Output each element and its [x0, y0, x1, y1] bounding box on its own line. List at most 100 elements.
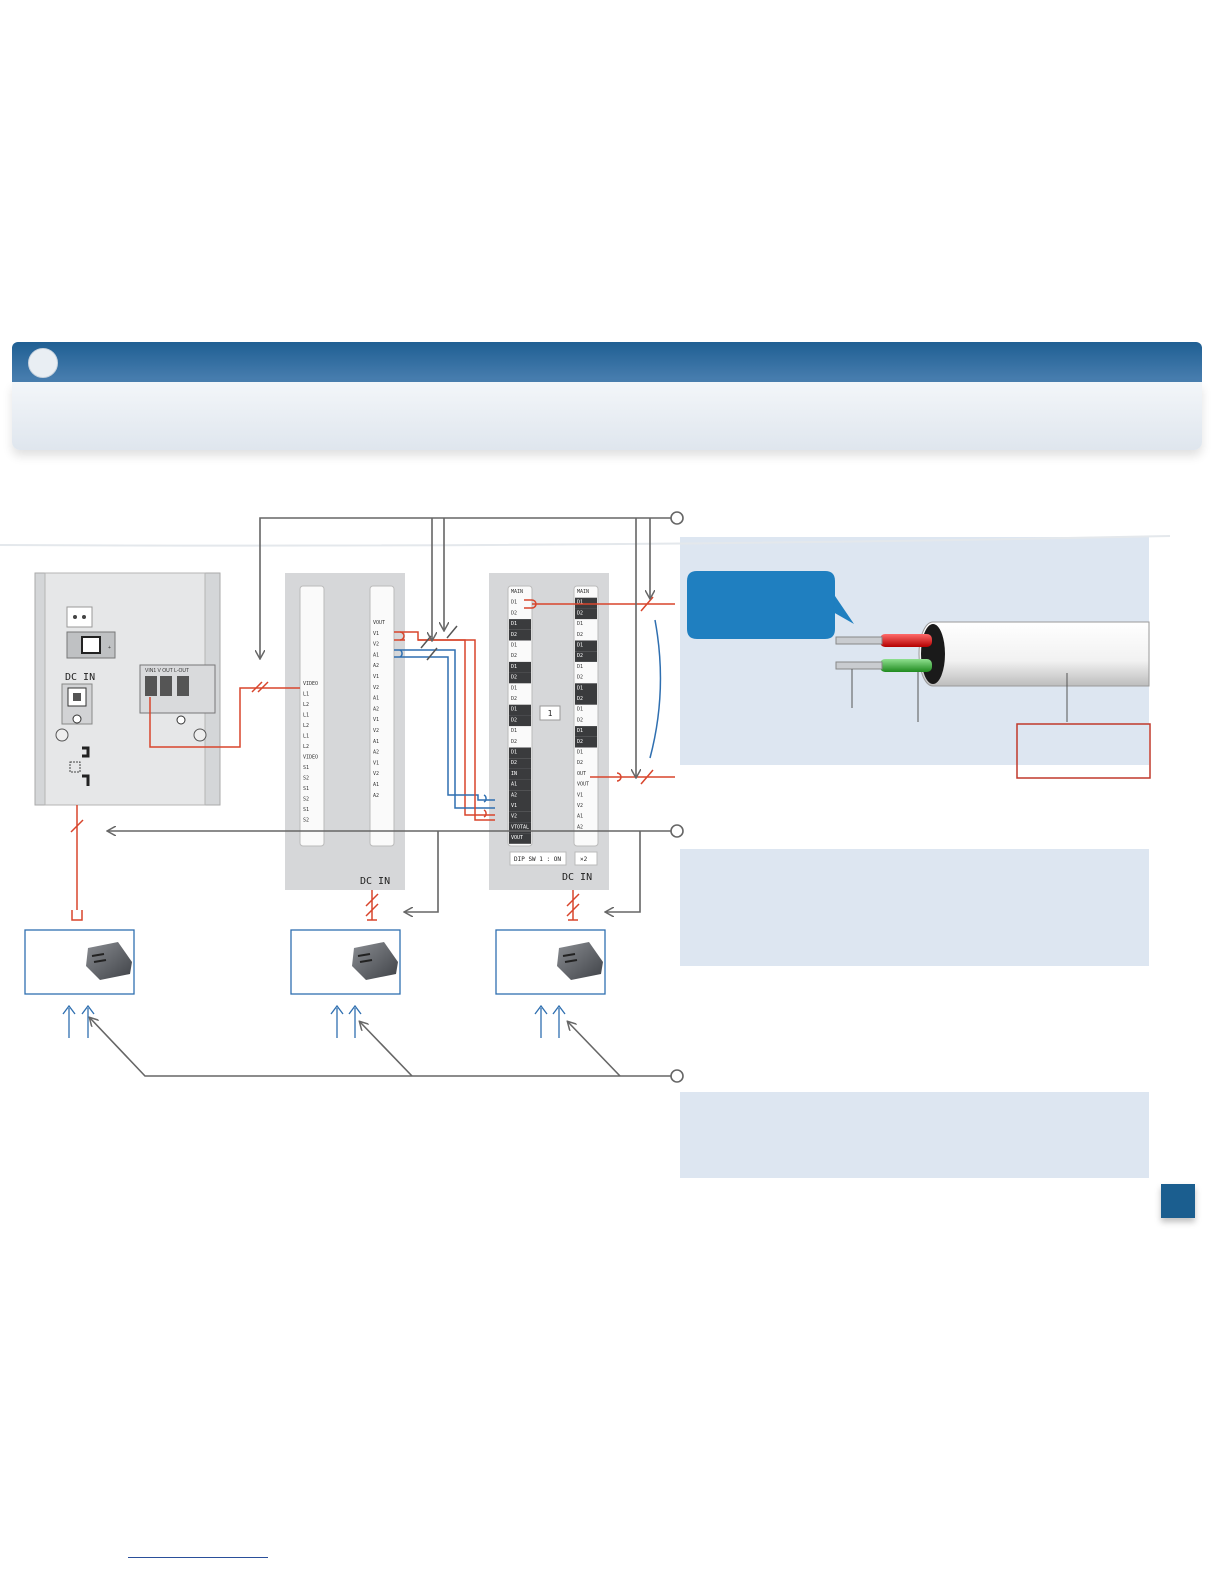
terminal-label: A2 [577, 824, 583, 830]
terminal-label: V1 [373, 760, 379, 766]
terminal-label: D1 [511, 750, 517, 756]
terminal-label: V2 [373, 685, 379, 691]
terminal-label: VOUT [577, 782, 589, 788]
terminal-label: L2 [303, 723, 309, 729]
svg-text:+: + [108, 645, 111, 651]
annotation-arrows [90, 511, 684, 1083]
terminal-label: D1 [577, 621, 583, 627]
terminal-block [509, 747, 531, 759]
terminal-label: D2 [511, 653, 517, 659]
terminal-label: V1 [577, 792, 583, 798]
terminal-label: D2 [511, 675, 517, 681]
terminal-label: VOUT [373, 620, 385, 626]
section-header-subbar [12, 382, 1202, 450]
terminal-label: MAIN [511, 589, 523, 595]
terminal-label: D2 [577, 760, 583, 766]
terminal-block [575, 694, 597, 705]
terminal-block [509, 758, 531, 769]
terminal-label: MAIN [577, 589, 589, 595]
circle-bullet-icon [28, 348, 58, 378]
terminal-label: S2 [303, 818, 309, 824]
terminal-block [575, 683, 597, 694]
power-supply-unit: + DC IN VIN1 V OUT L-OUT [34, 572, 221, 806]
terminal-label: V1 [373, 674, 379, 680]
ac-adapter-2 [290, 929, 401, 995]
terminal-label: V2 [373, 771, 379, 777]
terminal-label: D2 [577, 632, 583, 638]
terminal-label: D2 [511, 739, 517, 745]
dc-in-label: DC IN [65, 672, 95, 683]
terminal-label: V1 [373, 631, 379, 637]
terminal-label: A2 [373, 793, 379, 799]
two-core-cable-icon [835, 621, 1150, 722]
terminal-label: D2 [511, 696, 517, 702]
terminal-label: V2 [511, 814, 517, 820]
terminal-label: D1 [577, 728, 583, 734]
terminal-label: D2 [577, 739, 583, 745]
page-number-badge [1161, 1184, 1195, 1218]
callout-dot-top [670, 511, 684, 525]
terminal-label: OUT [577, 771, 586, 777]
terminal-label: A1 [373, 739, 379, 745]
terminal-label: D1 [577, 685, 583, 691]
terminal-label: A2 [511, 792, 517, 798]
terminal-label: VIDEO [303, 681, 318, 687]
terminal-block [509, 790, 531, 801]
terminal-block [575, 640, 597, 652]
switcher-b-right-labels: MAIND1D2D1D2D1D2D1D2D1D2D1D2D1D2D1D2OUTV… [575, 589, 597, 830]
dc-in-label: DC IN [562, 872, 592, 883]
footer-link-underline[interactable] [128, 1557, 268, 1558]
terminal-label: A1 [577, 814, 583, 820]
terminal-label: A1 [373, 652, 379, 658]
terminal-block [509, 833, 531, 844]
ac-adapter-icon [86, 942, 132, 980]
terminal-label: S1 [303, 765, 309, 771]
terminal-block [509, 768, 531, 780]
terminal-label: V2 [373, 642, 379, 648]
terminal-label: D2 [511, 610, 517, 616]
highlight-box [1016, 723, 1151, 779]
terminal-label: L2 [303, 744, 309, 750]
dip-switch-label: DIP SW 1 : ON [514, 856, 561, 863]
terminal-label: D2 [577, 610, 583, 616]
terminal-label: V2 [577, 803, 583, 809]
terminal-label: D1 [577, 643, 583, 649]
terminal-label: D2 [511, 632, 517, 638]
terminal-label: D1 [511, 664, 517, 670]
terminal-block [575, 651, 597, 662]
power-info-panel [680, 849, 1149, 966]
terminal-label: S1 [303, 786, 309, 792]
ac-adapter-1 [24, 929, 135, 995]
terminal-label: L1 [303, 692, 309, 698]
terminal-label: D2 [577, 717, 583, 723]
terminal-label: A1 [373, 782, 379, 788]
terminal-label: D1 [511, 685, 517, 691]
terminal-label: S1 [303, 807, 309, 813]
terminal-label: L1 [303, 734, 309, 740]
terminal-label: IN [511, 771, 517, 777]
terminal-block [509, 715, 531, 727]
terminal-label: D1 [511, 728, 517, 734]
terminal-label: D1 [511, 643, 517, 649]
terminal-label: A1 [511, 782, 517, 788]
terminal-block [509, 801, 531, 812]
terminal-label: S2 [303, 776, 309, 782]
terminal-label: D1 [511, 600, 517, 606]
terminal-label: D1 [577, 664, 583, 670]
terminal-label: VOUT [511, 835, 523, 841]
terminal-label: D2 [511, 760, 517, 766]
speech-bubble-icon [687, 571, 854, 639]
terminal-block [575, 736, 597, 748]
ac-adapter-icon [557, 942, 603, 980]
terminal-label: VTOTAL [511, 824, 529, 830]
terminal-labels: VIN1 V OUT L-OUT [145, 668, 189, 674]
terminal-label: D2 [577, 653, 583, 659]
terminal-label: D2 [577, 696, 583, 702]
ac-adapter-icon [352, 942, 398, 980]
terminal-label: V1 [511, 803, 517, 809]
terminal-label: A2 [373, 663, 379, 669]
callout-dot-bottom [670, 1069, 684, 1083]
